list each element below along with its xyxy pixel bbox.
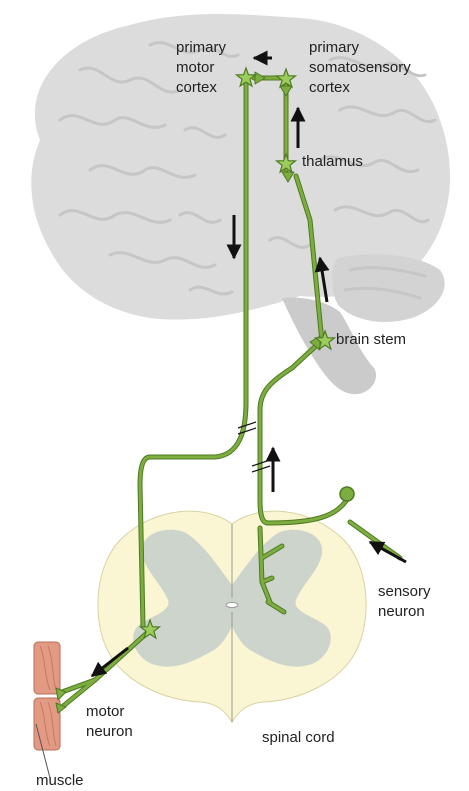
muscle [34, 642, 60, 778]
sensory-neuron-fiber [350, 522, 400, 558]
brain-stem-label: brain stem [336, 330, 406, 350]
motor-neuron-label: motor neuron [86, 702, 133, 742]
muscle-block-upper [34, 642, 60, 694]
thalamus-label: thalamus [302, 152, 363, 172]
sensory-receptor [340, 487, 354, 501]
sensory-neuron-label: sensory neuron [378, 582, 431, 622]
muscle-label: muscle [36, 771, 84, 791]
spinal-cord-label: spinal cord [262, 728, 335, 748]
spinal-cord-section [98, 511, 366, 722]
primary-somatosensory-cortex-label: primary somatosensory cortex [309, 38, 411, 98]
arrow-sensory-neuron-inward [370, 542, 406, 562]
primary-motor-cortex-label: primary motor cortex [176, 38, 226, 98]
central-canal [226, 603, 238, 608]
